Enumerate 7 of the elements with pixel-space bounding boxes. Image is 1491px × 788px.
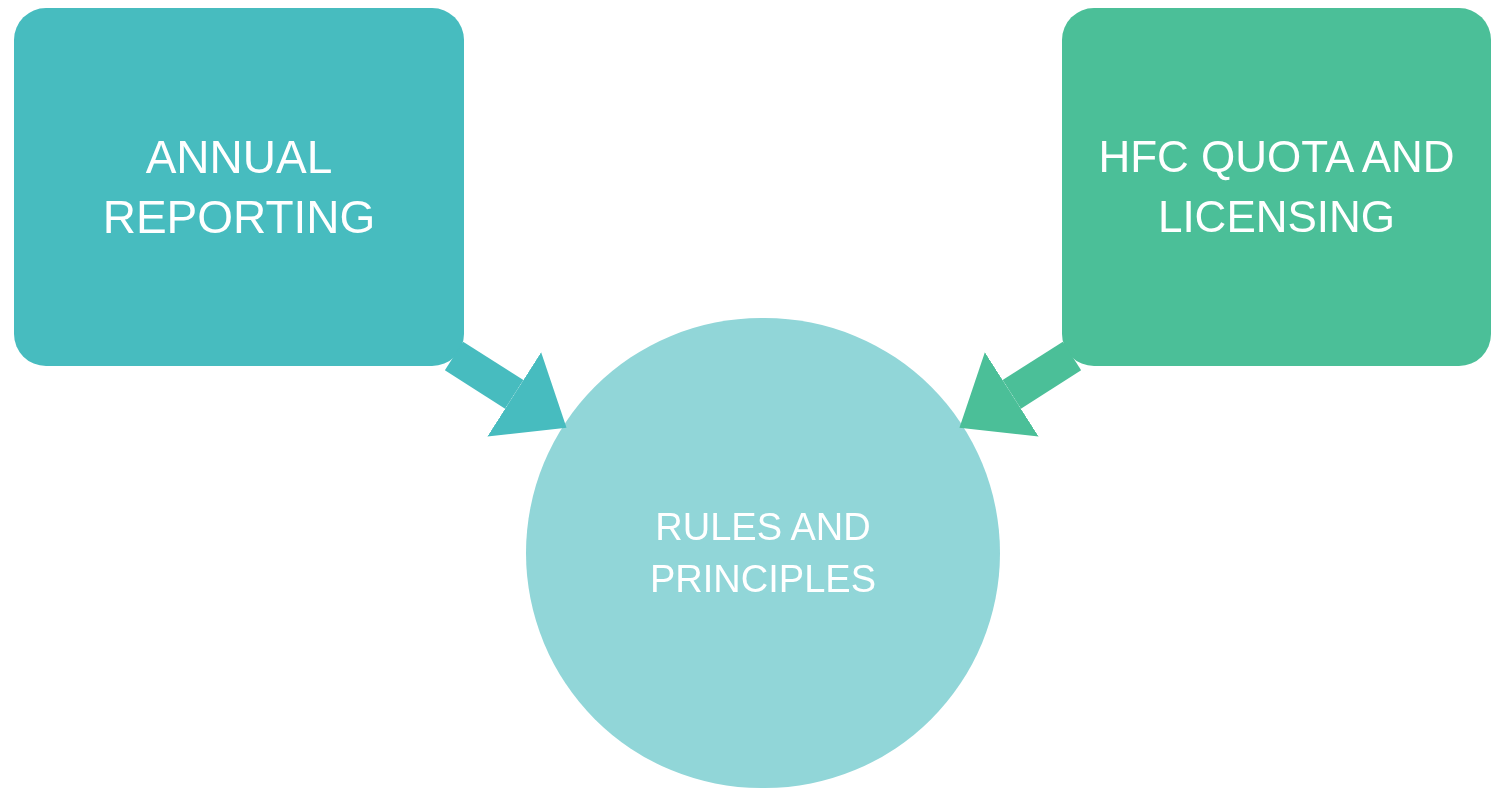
block-arrow xyxy=(444,341,567,437)
topic-label: ANNUAL REPORTING xyxy=(101,130,377,245)
topic-label: RULES AND PRINCIPLES xyxy=(649,505,877,602)
block-arrow xyxy=(959,341,1082,437)
topic-box xyxy=(1062,8,1491,366)
topic-label: HFC QUOTA AND LICENSING xyxy=(1097,131,1456,243)
topic-box xyxy=(14,8,464,366)
